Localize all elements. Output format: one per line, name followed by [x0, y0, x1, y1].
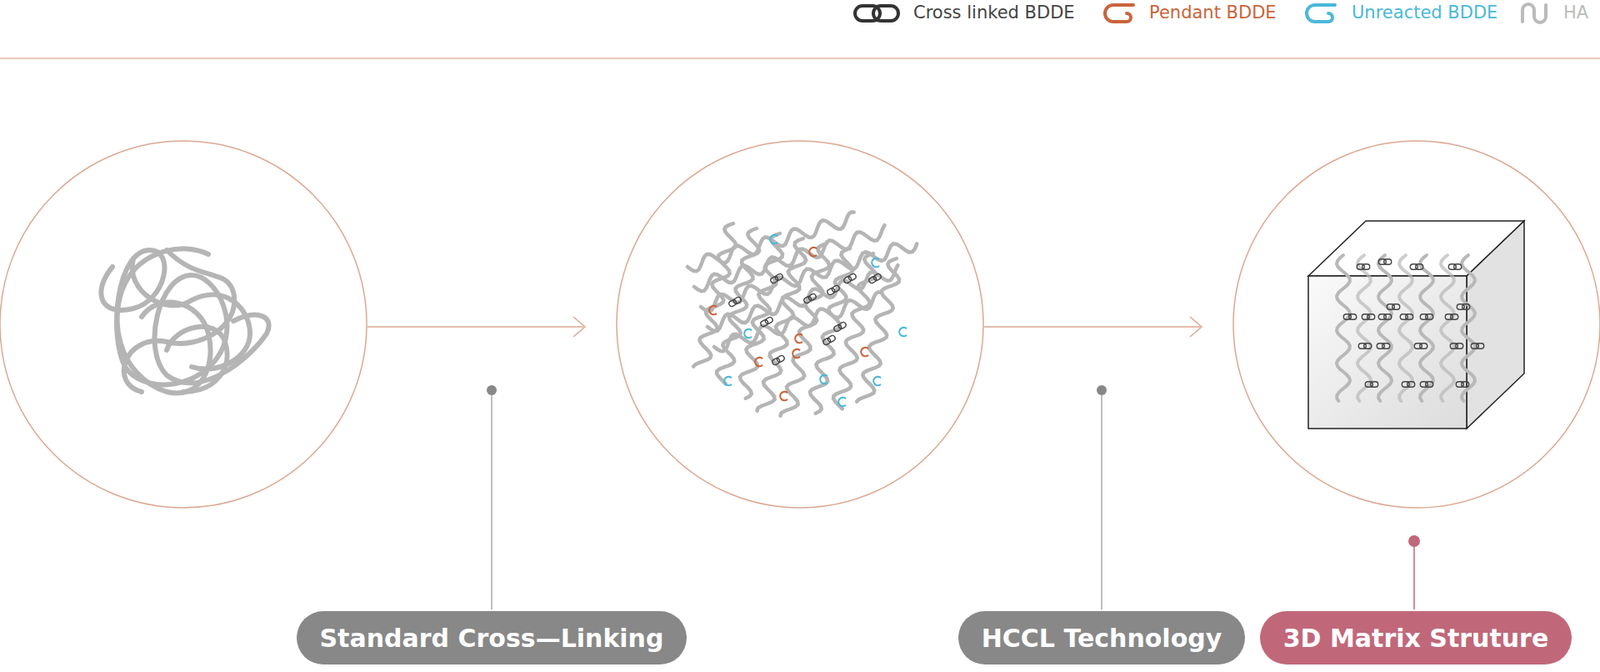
legend-label: Unreacted BDDE — [1351, 4, 1498, 22]
ha-strands — [687, 211, 917, 415]
bdde-marks — [709, 235, 906, 407]
step-pill: 3D Matrix Struture — [1260, 610, 1572, 665]
step-label: Standard Cross—Linking — [320, 623, 665, 653]
rule — [0, 57, 1600, 60]
tangled-ha — [100, 248, 269, 393]
legend-label: HA — [1563, 4, 1589, 22]
stage-circle — [0, 140, 1600, 508]
step-label: 3D Matrix Struture — [1283, 623, 1549, 653]
matrix-cube — [1308, 220, 1525, 429]
leader-line — [486, 385, 1420, 610]
step-pill: Standard Cross—Linking — [296, 610, 688, 665]
step-label: HCCL Technology — [981, 623, 1223, 653]
step-pill: HCCL Technology — [958, 610, 1246, 665]
legend-label: Pendant BDDE — [1149, 4, 1277, 22]
legend-label: Cross linked BDDE — [913, 4, 1075, 22]
legend-icons — [855, 4, 1546, 23]
